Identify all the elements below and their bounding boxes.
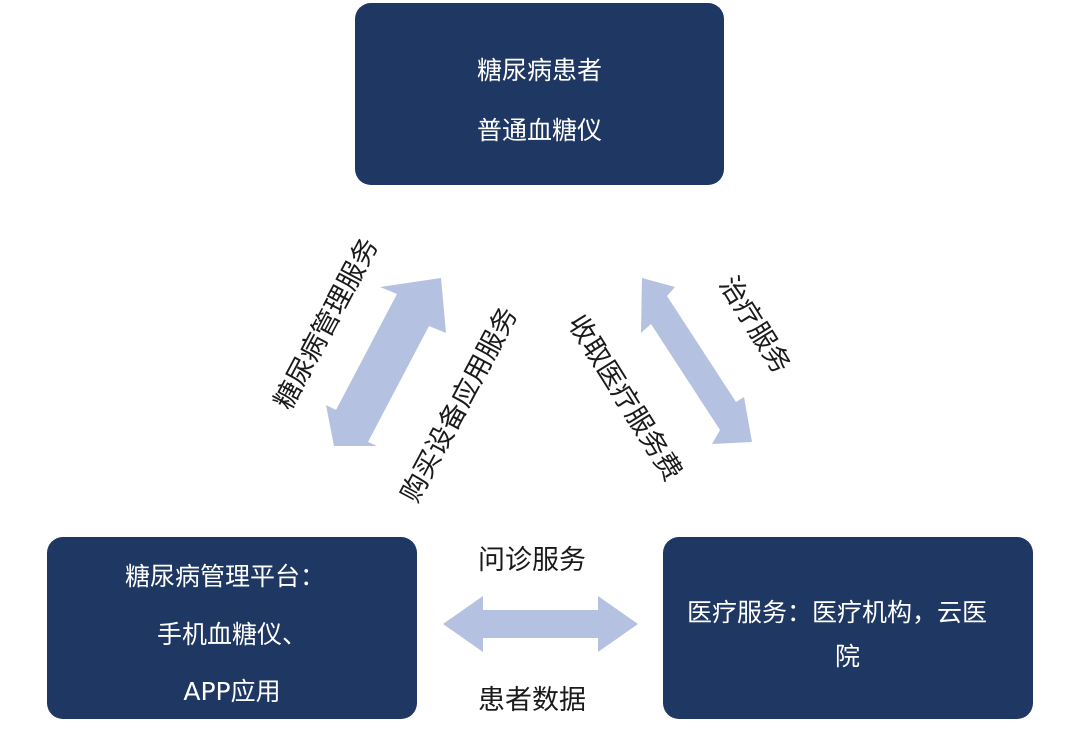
platform-node-line-3: APP应用 — [183, 677, 281, 706]
label-patient-data: 患者数据 — [478, 685, 586, 716]
platform-node-line-1: 糖尿病管理平台： — [125, 562, 326, 591]
medical-node: 医疗服务：医疗机构，云医 院 — [663, 537, 1033, 719]
label-consultation-service: 问诊服务 — [478, 545, 586, 576]
patient-node-line-2: 普通血糖仪 — [476, 116, 602, 145]
medical-node-line-1: 医疗服务：医疗机构，云医 — [687, 598, 988, 627]
patient-node-line-1: 糖尿病患者 — [476, 56, 602, 85]
arrow-platform-patient — [326, 278, 446, 446]
arrow-patient-medical — [641, 278, 752, 444]
platform-node-line-2: 手机血糖仪、 — [156, 620, 307, 649]
patient-node: 糖尿病患者 普通血糖仪 — [355, 3, 724, 185]
platform-node: 糖尿病管理平台： 手机血糖仪、 APP应用 — [47, 537, 417, 719]
arrow-platform-medical — [443, 596, 638, 652]
medical-node-line-2: 院 — [835, 642, 861, 671]
